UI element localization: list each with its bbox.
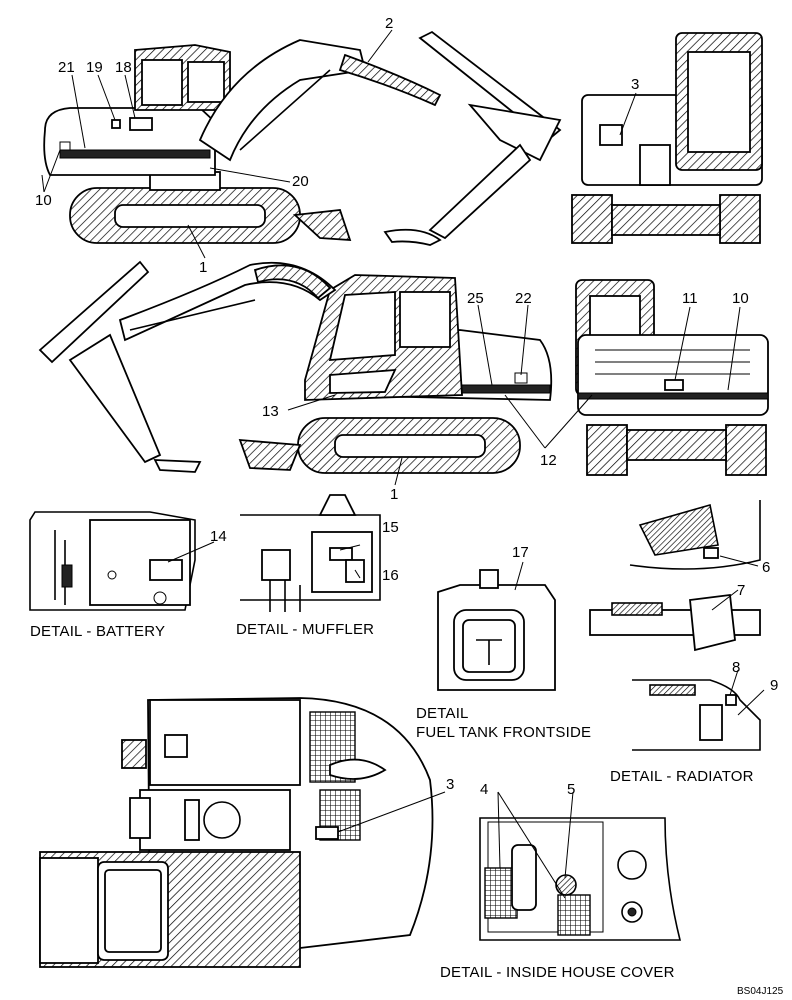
caption-radiator: DETAIL - RADIATOR xyxy=(610,768,754,785)
excavator-side-view-left xyxy=(38,260,553,486)
callout-5: 5 xyxy=(567,781,575,798)
caption-muffler: DETAIL - MUFFLER xyxy=(236,621,374,638)
callout-9: 9 xyxy=(770,677,778,694)
caption-battery: DETAIL - BATTERY xyxy=(30,623,165,640)
callout-1-top: 1 xyxy=(199,259,207,276)
detail-muffler-drawing xyxy=(240,494,381,612)
caption-fuel-tank-2: FUEL TANK FRONTSIDE xyxy=(416,724,591,741)
detail-right-parts xyxy=(589,500,761,652)
excavator-rear-view-top xyxy=(571,32,763,244)
callout-12: 12 xyxy=(540,452,557,469)
callout-21: 21 xyxy=(58,59,75,76)
callout-20: 20 xyxy=(292,173,309,190)
callout-3-top: 3 xyxy=(631,76,639,93)
callout-8: 8 xyxy=(732,659,740,676)
callout-22: 22 xyxy=(515,290,532,307)
excavator-top-view xyxy=(39,697,446,968)
caption-fuel-tank-1: DETAIL xyxy=(416,705,469,722)
drawing-code: BS04J125 xyxy=(737,986,784,997)
callout-6: 6 xyxy=(762,559,770,576)
callout-17: 17 xyxy=(512,544,529,561)
callout-2: 2 xyxy=(385,15,393,32)
callout-15: 15 xyxy=(382,519,399,536)
callout-4: 4 xyxy=(480,781,488,798)
excavator-side-view-right xyxy=(41,29,562,259)
callout-10-left: 10 xyxy=(35,192,52,209)
excavator-rear-view-middle xyxy=(544,279,769,476)
callout-19: 19 xyxy=(86,59,103,76)
callout-18: 18 xyxy=(115,59,132,76)
callout-16: 16 xyxy=(382,567,399,584)
callout-7: 7 xyxy=(737,582,745,599)
caption-inside-house: DETAIL - INSIDE HOUSE COVER xyxy=(440,964,675,981)
detail-fuel-tank-drawing xyxy=(437,561,556,691)
detail-captions: DETAIL - BATTERY DETAIL - MUFFLER DETAIL… xyxy=(30,621,784,997)
callout-1-middle: 1 xyxy=(390,486,398,503)
callout-25: 25 xyxy=(467,290,484,307)
callout-11: 11 xyxy=(682,290,698,307)
callout-14: 14 xyxy=(210,528,227,545)
callout-3-bottom: 3 xyxy=(446,776,454,793)
detail-radiator-drawing xyxy=(632,669,765,751)
callout-10-right: 10 xyxy=(732,290,749,307)
detail-inside-house-drawing xyxy=(479,791,682,941)
detail-battery-drawing xyxy=(29,511,215,611)
callout-13: 13 xyxy=(262,403,279,420)
callout-numbers: 2 21 19 18 3 20 10 1 25 22 11 10 13 12 1… xyxy=(35,15,778,798)
